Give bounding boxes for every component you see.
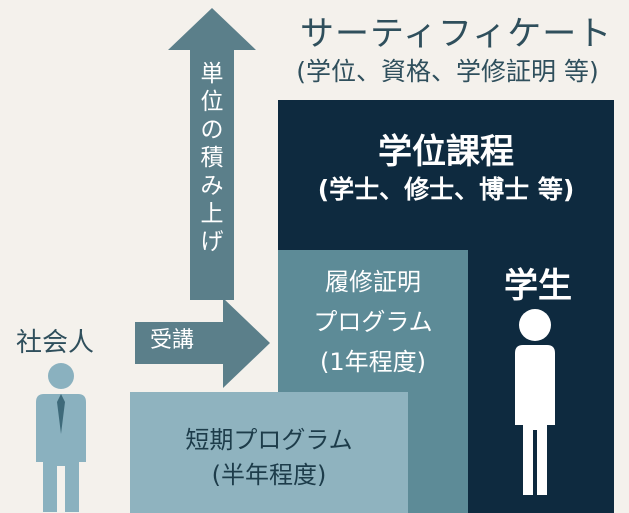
working-adult-label: 社会人	[16, 328, 95, 358]
certificate-program-line-3: (1年程度)	[320, 348, 426, 376]
short-program-line-2: (半年程度)	[211, 461, 327, 489]
degree-program-subtitle: (学士、修士、博士 等)	[317, 175, 575, 204]
arrow-up-icon	[168, 8, 256, 300]
person-student-icon	[515, 309, 555, 495]
short-program-block	[130, 392, 408, 513]
arrow-up-char-4: 積	[200, 145, 224, 171]
certificate-subtitle: (学位、資格、学修証明 等)	[296, 57, 599, 86]
student-label: 学生	[504, 266, 572, 306]
certificate-program-line-1: 履修証明	[325, 268, 421, 296]
certificate-program-line-2: プログラム	[313, 308, 433, 336]
person-worker-icon	[36, 363, 86, 512]
arrow-up-char-5: み	[200, 173, 224, 199]
arrow-up-char-3: の	[200, 117, 224, 143]
arrow-up-char-6: 上	[200, 201, 224, 227]
degree-program-title: 学位課程	[378, 132, 514, 172]
arrow-up-char-2: 位	[200, 89, 224, 115]
certificate-title: サーティフィケート	[300, 14, 613, 54]
arrow-right-icon	[135, 298, 270, 388]
arrow-up-char-7: げ	[200, 229, 224, 255]
enroll-arrow-label: 受講	[150, 328, 195, 353]
short-program-line-1: 短期プログラム	[185, 426, 353, 454]
arrow-up-char-1: 単	[200, 61, 224, 87]
